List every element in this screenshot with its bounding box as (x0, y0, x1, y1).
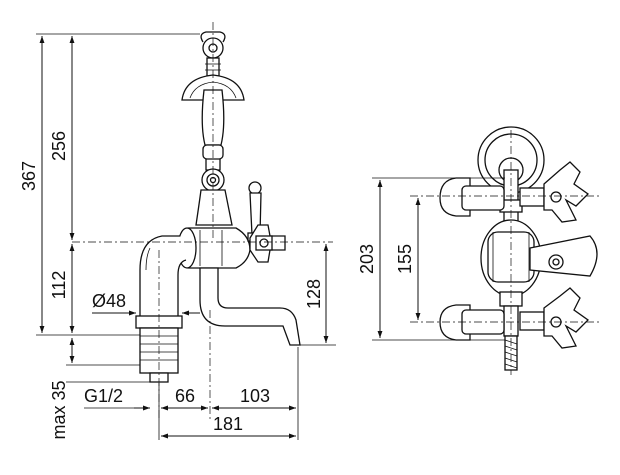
dim-g12: G1/2 (84, 386, 150, 411)
lower-cross-handle (519, 287, 590, 349)
dim-128: 128 (304, 244, 329, 343)
dim-66-label: 66 (175, 386, 195, 406)
dim-256-label: 256 (49, 131, 69, 161)
dim-181-label: 181 (213, 414, 243, 434)
dim-66: 66 (161, 386, 208, 411)
dim-103: 103 (212, 386, 296, 411)
dim-155: 155 (395, 198, 421, 320)
dim-155-label: 155 (395, 244, 415, 274)
front-cradle-ring (477, 126, 545, 194)
dim-diameter-label: Ø48 (92, 291, 126, 311)
upper-inlet (439, 177, 505, 217)
dim-103-label: 103 (240, 386, 270, 406)
dim-367-label: 367 (19, 161, 39, 191)
inlet-pipe (139, 235, 187, 319)
dim-112: 112 (49, 244, 75, 333)
front-lower-column (499, 291, 523, 337)
dim-203: 203 (357, 180, 383, 338)
dim-256: 256 (49, 36, 75, 240)
dim-max35-label: max 35 (49, 380, 69, 439)
dim-367: 367 (19, 36, 45, 333)
body-neck (195, 189, 233, 226)
extension-lines-right (372, 177, 505, 341)
dim-181: 181 (161, 414, 296, 439)
dim-g12-label: G1/2 (84, 386, 123, 406)
dim-203-label: 203 (357, 244, 377, 274)
dim-max35: max 35 (49, 338, 75, 440)
front-lever (529, 235, 598, 277)
faucet-side-view (72, 22, 333, 420)
faucet-front-view (410, 126, 600, 375)
diverter-knob (201, 168, 225, 192)
extension-lines-left (36, 33, 336, 440)
dim-diameter-48: Ø48 (92, 291, 200, 316)
lower-inlet (439, 304, 505, 341)
outlet-spout (199, 267, 301, 346)
upper-cross-handle (519, 161, 590, 223)
cross-handle-side (249, 224, 286, 263)
shower-hook-top (200, 31, 226, 77)
dim-128-label: 128 (304, 279, 324, 309)
mixer-body (177, 227, 251, 269)
dim-112-label: 112 (49, 271, 69, 300)
